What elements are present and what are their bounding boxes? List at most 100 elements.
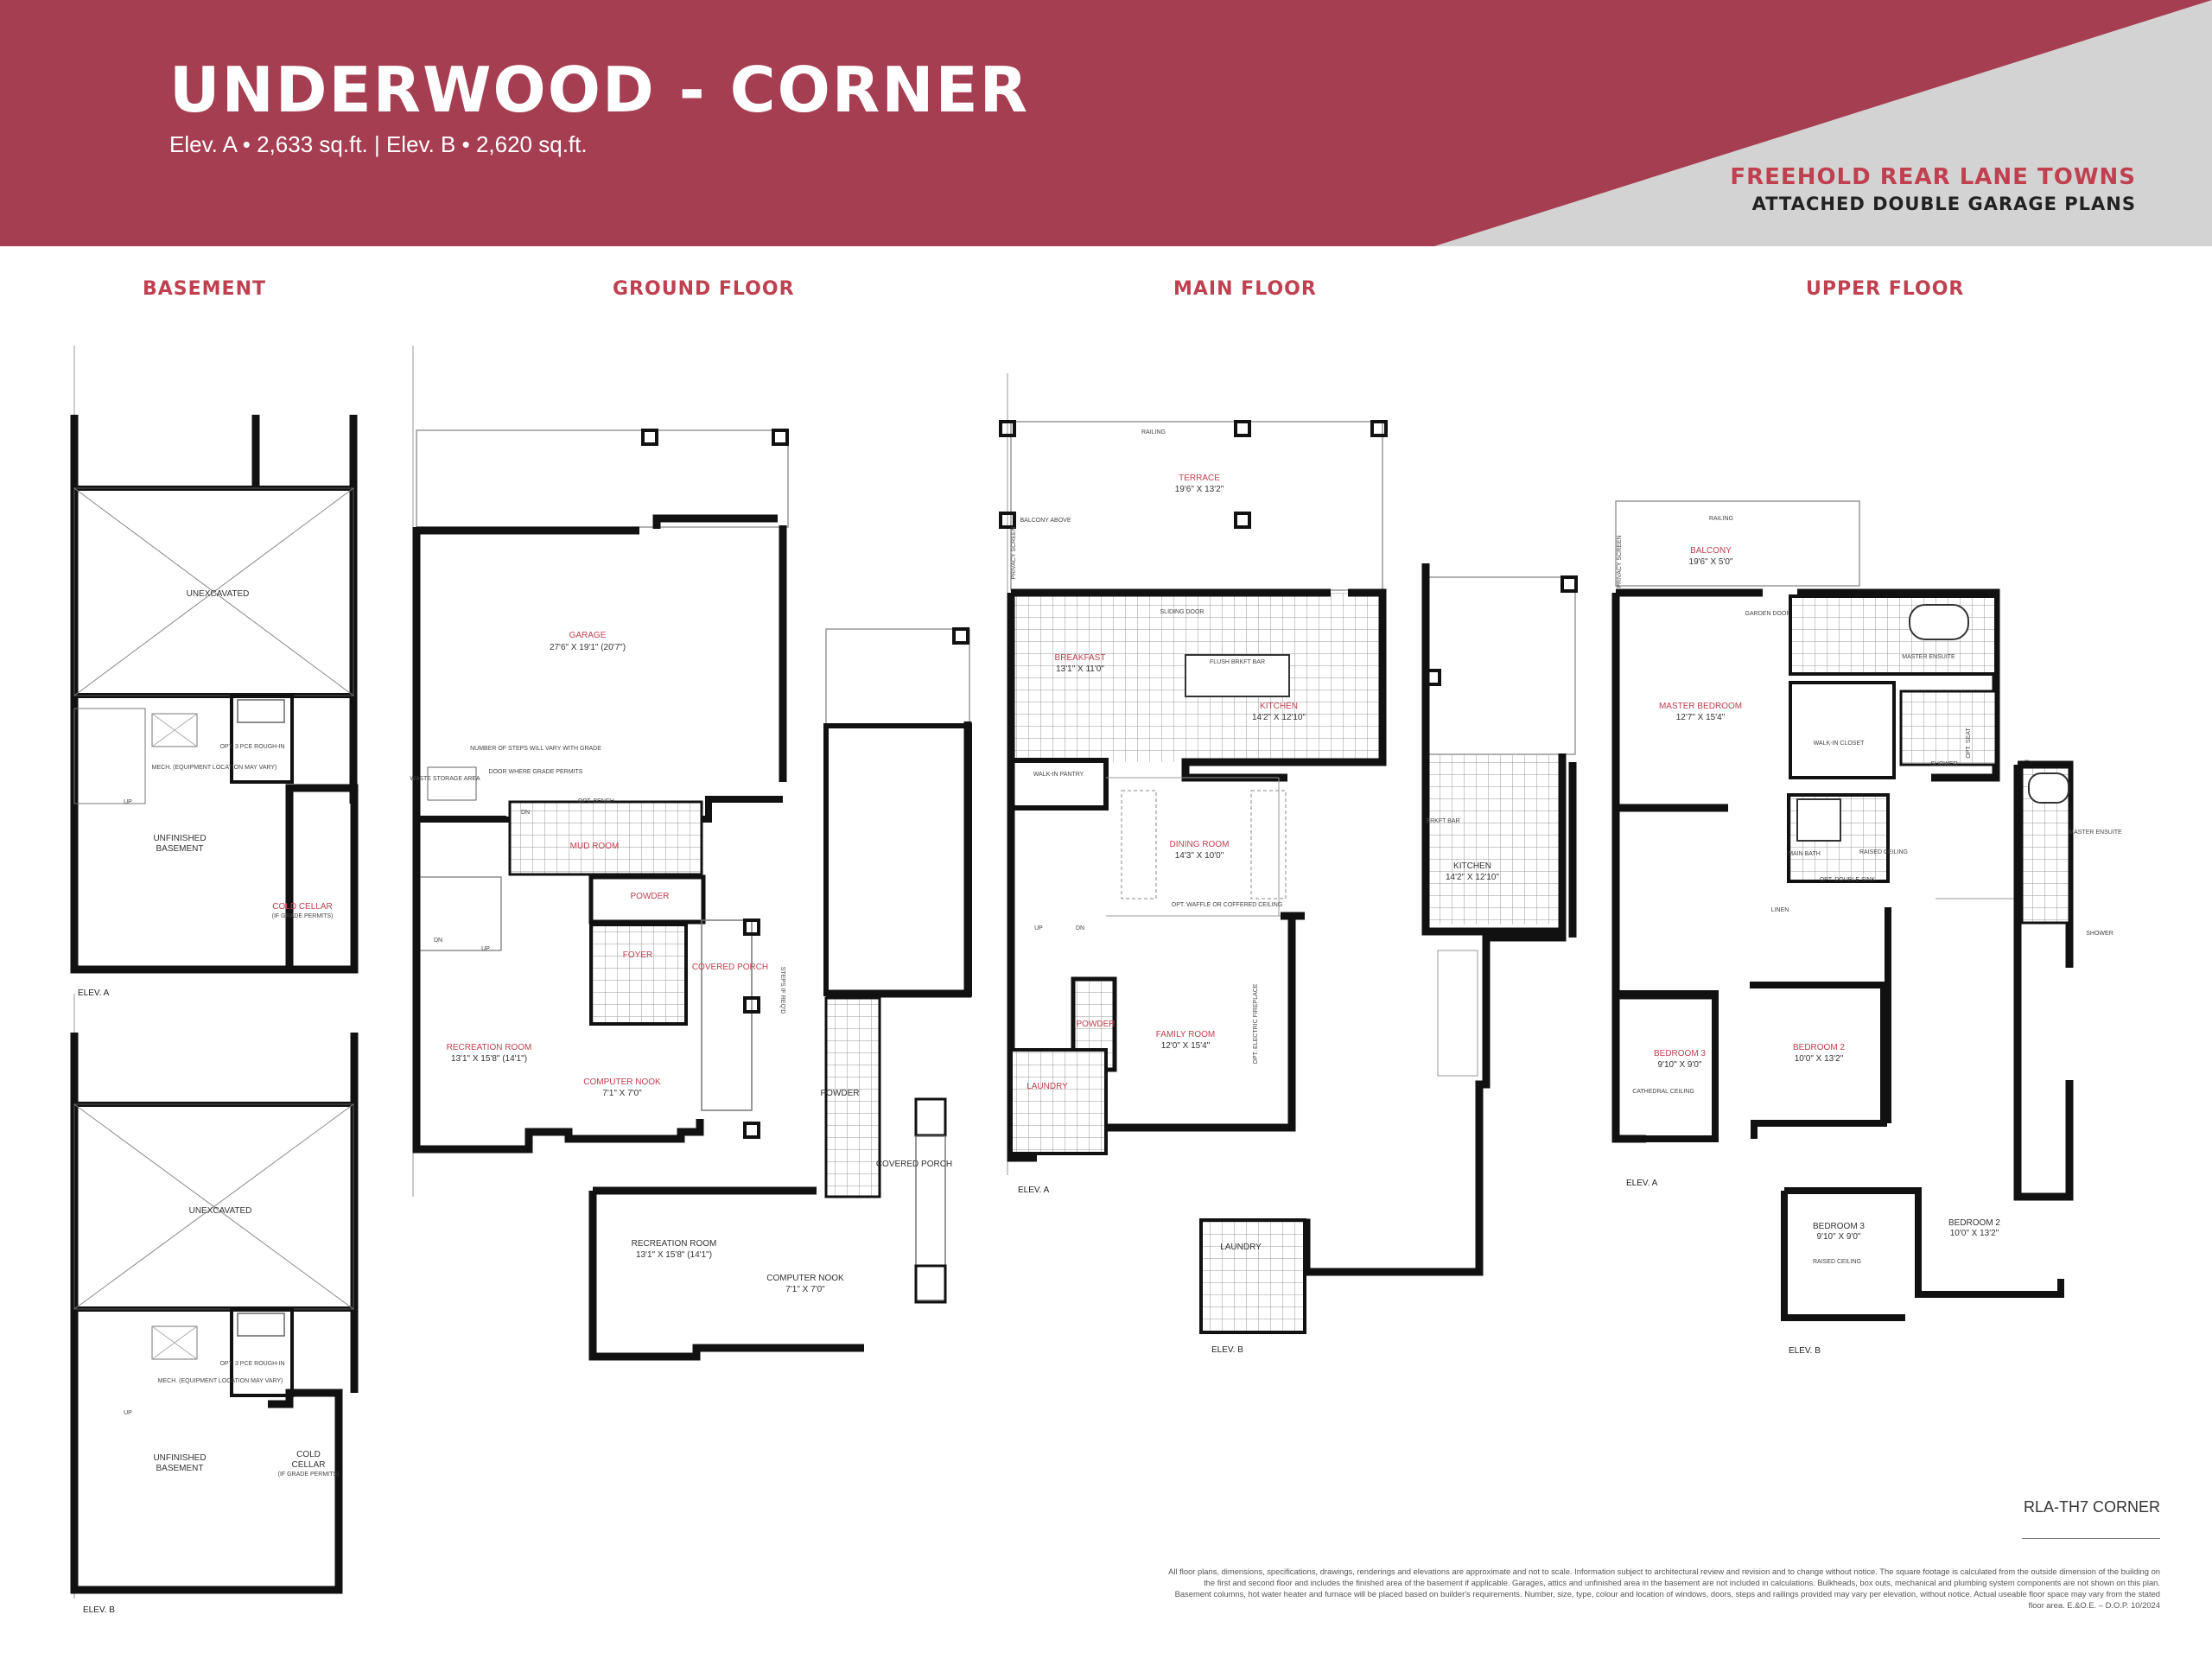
ground-door-note: DOOR WHERE GRADE PERMITS: [489, 769, 583, 775]
ground-rec-room: RECREATION ROOM: [447, 1043, 532, 1052]
main-breakfast-dim: 13'1" X 11'0": [1056, 664, 1104, 674]
upper-elev-a-label: ELEV. A: [1626, 1179, 1658, 1188]
upper-bedroom-3-dim: 9'10" X 9'0": [1658, 1060, 1702, 1070]
basement-a-cold-cellar: COLD CELLAR: [272, 902, 332, 912]
basement-b-unexcavated: UNEXCAVATED: [189, 1206, 252, 1216]
upper-master-dim: 12'7" X 15'4": [1676, 713, 1726, 722]
upper-b-bedroom-2: BEDROOM 2: [1948, 1218, 2000, 1228]
ground-b-covered-porch: COVERED PORCH: [876, 1160, 952, 1169]
ground-steps-note: NUMBER OF STEPS WILL VARY WITH GRADE: [470, 746, 601, 752]
main-dining-dim: 14'3" X 10'0": [1175, 851, 1224, 861]
basement-b-cold: COLD: [296, 1450, 321, 1459]
main-elev-a-label: ELEV. A: [1018, 1185, 1050, 1195]
model-code: RLA-TH7 CORNER: [2023, 1498, 2160, 1516]
basement-b-cold-cellar-note: (IF GRADE PERMITS): [278, 1471, 340, 1478]
basement-a-cold-cellar-note: (IF GRADE PERMITS): [272, 913, 334, 919]
series-line-2: ATTACHED DOUBLE GARAGE PLANS: [1751, 194, 2136, 214]
upper-walk-in: WALK-IN CLOSET: [1814, 741, 1866, 747]
main-b-laundry: LAUNDRY: [1220, 1243, 1262, 1252]
header-banner: UNDERWOOD - CORNER Elev. A • 2,633 sq.ft…: [0, 0, 2212, 246]
main-elev-b-label: ELEV. B: [1211, 1345, 1243, 1355]
basement-a-unfinished: UNFINISHED: [153, 834, 206, 843]
upper-garden-door: GARDEN DOOR: [1745, 611, 1791, 617]
ground-covered-porch: COVERED PORCH: [692, 963, 768, 972]
disclaimer-text: All floor plans, dimensions, specificati…: [1168, 1567, 2160, 1610]
basement-a-unfinished-2: BASEMENT: [156, 844, 203, 854]
ground-dn: DN: [434, 938, 442, 944]
basement-b-elev-label: ELEV. B: [83, 1605, 115, 1615]
upper-cathedral-ceiling: CATHEDRAL CEILING: [1632, 1089, 1694, 1095]
upper-raised-ceiling: RAISED CEILING: [1859, 849, 1908, 855]
basement-plan-elev-b: UNEXCAVATED UNFINISHED BASEMENT MECH. (E…: [70, 994, 359, 1615]
series-line-1: FREEHOLD REAR LANE TOWNS: [1730, 164, 2136, 190]
main-laundry: LAUNDRY: [1027, 1082, 1068, 1091]
upper-b-shower: SHOWER: [2086, 931, 2113, 937]
upper-opt-seat: OPT. SEAT: [1966, 728, 1972, 759]
ground-dn-2: DN: [521, 810, 530, 816]
basement-b-unfinished-2: BASEMENT: [156, 1464, 203, 1473]
ground-b-rec-dim: 13'1" X 15'8" (14'1"): [636, 1250, 712, 1260]
upper-railing: RAILING: [1709, 516, 1733, 522]
basement-b-cellar: CELLAR: [292, 1460, 326, 1470]
floor-heading-main: MAIN FLOOR: [1173, 278, 1317, 300]
basement-plan-elev-a: UNEXCAVATED UNFINISHED BASEMENT MECH. (E…: [70, 346, 359, 998]
main-terrace-dim: 19'6" X 13'2": [1175, 485, 1224, 494]
ground-garage: GARAGE: [569, 631, 607, 640]
basement-b-up: UP: [124, 1410, 132, 1416]
ground-rec-dim: 13'1" X 15'8" (14'1"): [451, 1054, 527, 1064]
floor-heading-ground: GROUND FLOOR: [613, 278, 795, 300]
model-code-rule: [2022, 1538, 2160, 1539]
ground-floor-plan: GARAGE 27'6" X 19'1" (20'7") WASTE STORA…: [410, 346, 972, 1361]
basement-b-rough-in: OPT. 3 PCE ROUGH-IN: [219, 1361, 284, 1367]
main-floor-plan: RAILING TERRACE 19'6" X 13'2" BALCONY AB…: [999, 373, 1578, 1355]
ground-opt-bench: OPT. BENCH: [578, 798, 614, 804]
upper-main-bath: MAIN BATH: [1788, 851, 1821, 857]
upper-ensuite: MASTER ENSUITE: [1902, 654, 1955, 660]
main-kitchen: KITCHEN: [1260, 702, 1298, 711]
main-family-room: FAMILY ROOM: [1156, 1030, 1216, 1039]
main-b-bar: BRKFT BAR: [1426, 818, 1459, 824]
main-kitchen-dim: 14'2" X 12'10": [1252, 713, 1306, 722]
ground-mud-room: MUD ROOM: [570, 842, 620, 851]
upper-balcony-dim: 19'6" X 5'0": [1689, 557, 1733, 567]
ground-steps-reqd: STEPS IF REQ'D: [779, 967, 785, 1014]
main-flush-bar: FLUSH BRKFT BAR: [1210, 659, 1265, 665]
main-dining-room: DINING ROOM: [1170, 840, 1230, 849]
upper-bedroom-3: BEDROOM 3: [1654, 1049, 1706, 1058]
main-walk-in-pantry: WALK-IN PANTRY: [1033, 772, 1084, 778]
upper-b-bedroom-3-dim: 9'10" X 9'0": [1817, 1232, 1861, 1242]
basement-a-rough-in: OPT. 3 PCE ROUGH-IN: [219, 744, 284, 750]
upper-b-ensuite: MASTER ENSUITE: [2069, 830, 2122, 836]
upper-floor-plan: RAILING PRIVACY SCREEN BALCONY 19'6" X 5…: [1611, 500, 2122, 1356]
basement-b-unfinished: UNFINISHED: [153, 1453, 206, 1463]
ground-b-computer-nook: COMPUTER NOOK: [766, 1274, 844, 1283]
ground-b-nook-dim: 7'1" X 7'0": [785, 1285, 825, 1294]
upper-master-bedroom: MASTER BEDROOM: [1659, 702, 1742, 711]
main-up: UP: [1034, 925, 1043, 931]
main-fireplace: OPT. ELECTRIC FIREPLACE: [1253, 983, 1259, 1064]
basement-b-mech: MECH. (EQUIPMENT LOCATION MAY VARY): [158, 1378, 283, 1384]
ground-waste-storage: WASTE STORAGE AREA: [410, 776, 480, 782]
ground-computer-nook: COMPUTER NOOK: [583, 1077, 661, 1087]
upper-elev-b-label: ELEV. B: [1789, 1346, 1821, 1356]
basement-a-mech: MECH. (EQUIPMENT LOCATION MAY VARY): [152, 765, 277, 771]
ground-nook-dim: 7'1" X 7'0": [602, 1089, 642, 1098]
main-dn: DN: [1076, 925, 1084, 931]
basement-a-unexcavated: UNEXCAVATED: [187, 589, 250, 599]
upper-linen: LINEN: [1771, 907, 1789, 913]
upper-bedroom-2-dim: 10'0" X 13'2": [1795, 1054, 1844, 1064]
banner-graphic: [0, 0, 2212, 246]
upper-bedroom-2: BEDROOM 2: [1793, 1043, 1845, 1052]
main-balcony-above: BALCONY ABOVE: [1020, 518, 1071, 524]
upper-balcony: BALCONY: [1690, 546, 1732, 556]
floor-heading-upper: UPPER FLOOR: [1806, 278, 1965, 300]
basement-a-up: UP: [124, 799, 132, 805]
basement-a-elev-label: ELEV. A: [78, 988, 110, 998]
floor-heading-basement: BASEMENT: [143, 278, 267, 300]
main-ceiling-note: OPT. WAFFLE OR COFFERED CEILING: [1172, 902, 1282, 908]
ground-garage-dim: 27'6" X 19'1" (20'7"): [550, 643, 626, 652]
main-terrace: TERRACE: [1179, 474, 1220, 483]
ground-b-powder: POWDER: [821, 1089, 860, 1098]
upper-b-bedroom-3: BEDROOM 3: [1813, 1222, 1865, 1231]
